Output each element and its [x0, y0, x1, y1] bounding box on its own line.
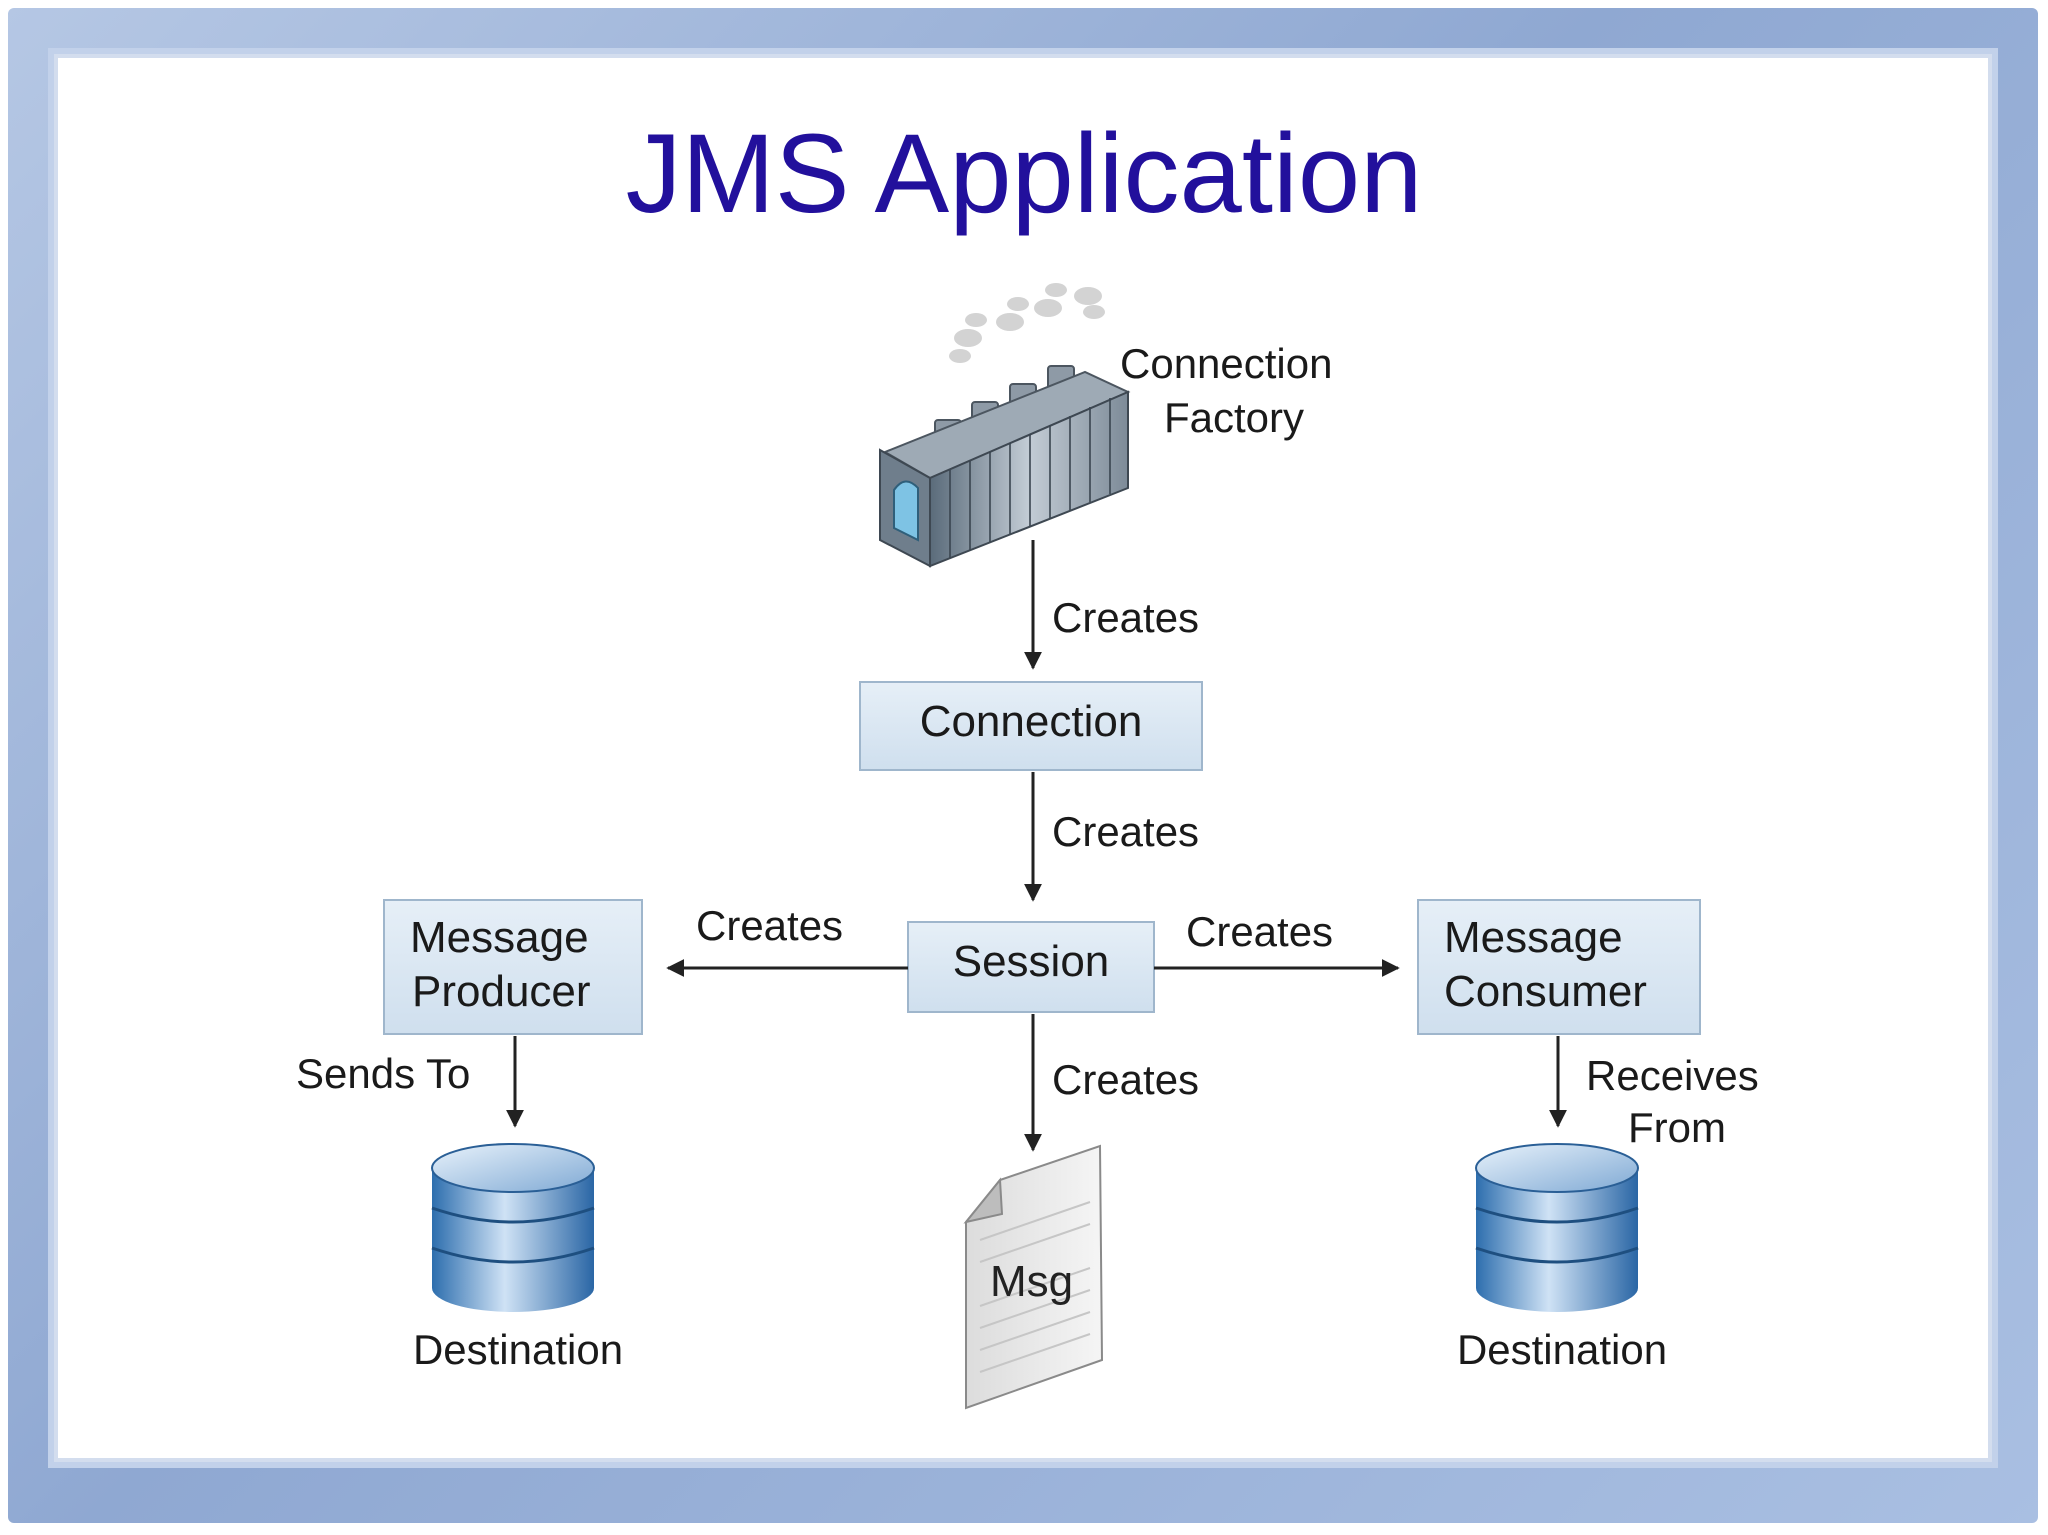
connection-box: Connection	[859, 681, 1203, 771]
factory-icon	[879, 283, 1131, 568]
factory-label-line1: Connection	[1120, 340, 1332, 387]
edge-label-connection-session: Creates	[1052, 808, 1199, 855]
edge-label-session-msg: Creates	[1052, 1056, 1199, 1103]
message-consumer-box: Message Consumer	[1417, 899, 1701, 1035]
edge-label-producer-destination: Sends To	[296, 1050, 470, 1097]
destination-right-label: Destination	[1457, 1326, 1667, 1373]
message-document-icon	[963, 1144, 1104, 1410]
consumer-label-line1: Message	[1444, 913, 1623, 962]
connection-label: Connection	[920, 697, 1143, 746]
producer-label-line1: Message	[410, 913, 589, 962]
database-icon-right	[1475, 1143, 1639, 1312]
edge-label-session-producer: Creates	[696, 902, 843, 949]
session-box: Session	[907, 921, 1155, 1013]
msg-label: Msg	[990, 1257, 1073, 1306]
consumer-label-line2: Consumer	[1444, 967, 1647, 1016]
edge-label-consumer-destination-line2: From	[1628, 1104, 1726, 1151]
slide-title: JMS Application	[625, 111, 1423, 236]
database-icon-left	[431, 1143, 595, 1312]
edge-label-session-consumer: Creates	[1186, 908, 1333, 955]
producer-label-line2: Producer	[412, 967, 591, 1016]
factory-label-line2: Factory	[1164, 394, 1304, 441]
message-producer-box: Message Producer	[383, 899, 643, 1035]
session-label: Session	[953, 937, 1110, 986]
edge-label-consumer-destination-line1: Receives	[1586, 1052, 1759, 1099]
edge-label-factory-connection: Creates	[1052, 594, 1199, 641]
destination-left-label: Destination	[413, 1326, 623, 1373]
